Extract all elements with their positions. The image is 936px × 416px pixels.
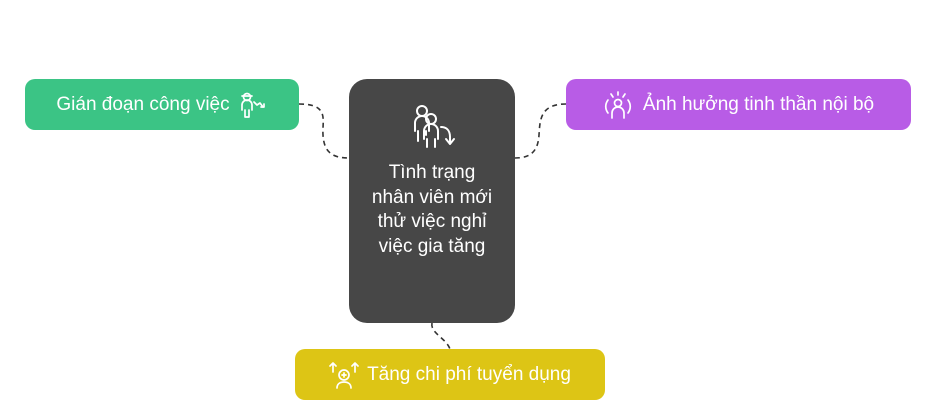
branch-hiring-cost-label: Tăng chi phí tuyển dụng (367, 363, 571, 385)
connector-right (514, 103, 567, 159)
connector-left (298, 103, 350, 159)
center-node-label: Tình trạng nhân viên mới thử việc nghỉ v… (371, 162, 493, 257)
worker-decline-icon (238, 90, 268, 120)
branch-work-disruption-label: Gián đoạn công việc (56, 93, 230, 115)
branch-work-disruption: Gián đoạn công việc (25, 79, 299, 130)
people-decline-icon (407, 101, 457, 151)
branch-morale-impact: Ảnh hưởng tinh thần nội bộ (566, 79, 911, 130)
hiring-cost-icon (329, 360, 359, 390)
connector-bottom (431, 322, 451, 350)
stressed-person-icon (603, 90, 633, 120)
branch-morale-impact-label: Ảnh hưởng tinh thần nội bộ (642, 93, 875, 115)
center-node: Tình trạng nhân viên mới thử việc nghỉ v… (349, 79, 515, 323)
branch-hiring-cost: Tăng chi phí tuyển dụng (295, 349, 605, 400)
